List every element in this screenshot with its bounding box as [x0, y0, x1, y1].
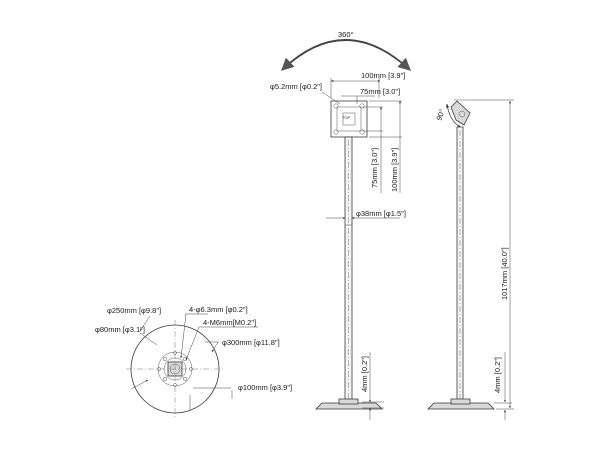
dim-overall-height: 1017mm [40.0"]: [500, 247, 509, 300]
tilt-arrow: [445, 103, 462, 129]
dim-base-thickness-front: 4mm [0.2"]: [360, 356, 369, 392]
plate-top-mark: TOP: [342, 115, 350, 120]
dim-plate-height-100: 100mm [3.9"]: [390, 148, 399, 192]
dim-base-thickness-side: 4mm [0.2"]: [493, 357, 502, 393]
dim-pole-diameter: φ38mm [φ1.5"]: [356, 209, 406, 218]
dim-plate-width-75: 75mm [3.0"]: [360, 87, 400, 96]
rotation-arrow: [281, 39, 411, 71]
base-view: φ250mm [φ9.8"] φ80mm [φ3.1"] 4-φ6.3mm [φ…: [95, 305, 292, 418]
dim-plate-width-100: 100mm [3.9"]: [361, 71, 405, 80]
dim-tilt: 90°: [434, 108, 446, 122]
dim-plate-height-75: 75mm [3.0"]: [370, 148, 379, 188]
dim-holes: 4-φ6.3mm [φ0.2"]: [189, 305, 248, 314]
dim-hole: φ5.2mm [φ0.2"]: [270, 82, 322, 91]
base-foot: [315, 402, 383, 410]
dim-outer-diameter: φ300mm [φ11.8"]: [222, 338, 280, 347]
side-view: 90° 1017mm [40.0"] 4mm [0.2"]: [427, 99, 514, 420]
dim-inner-circle: φ80mm [φ3.1"]: [95, 325, 145, 334]
dim-bolt-circle: φ100mm [φ3.9"]: [238, 383, 292, 392]
dim-threads: 4-M6mm[M0.2"]: [203, 318, 256, 327]
mount-hole-icon: [333, 103, 339, 109]
front-view: 360° TOP 100mm [3.9"] 75mm [3.0"] φ5.2mm…: [270, 30, 411, 420]
side-base-foot: [427, 402, 495, 410]
rotation-label: 360°: [338, 30, 354, 39]
tilt-head: [450, 100, 471, 126]
dim-base-diameter: φ250mm [φ9.8"]: [107, 306, 161, 315]
